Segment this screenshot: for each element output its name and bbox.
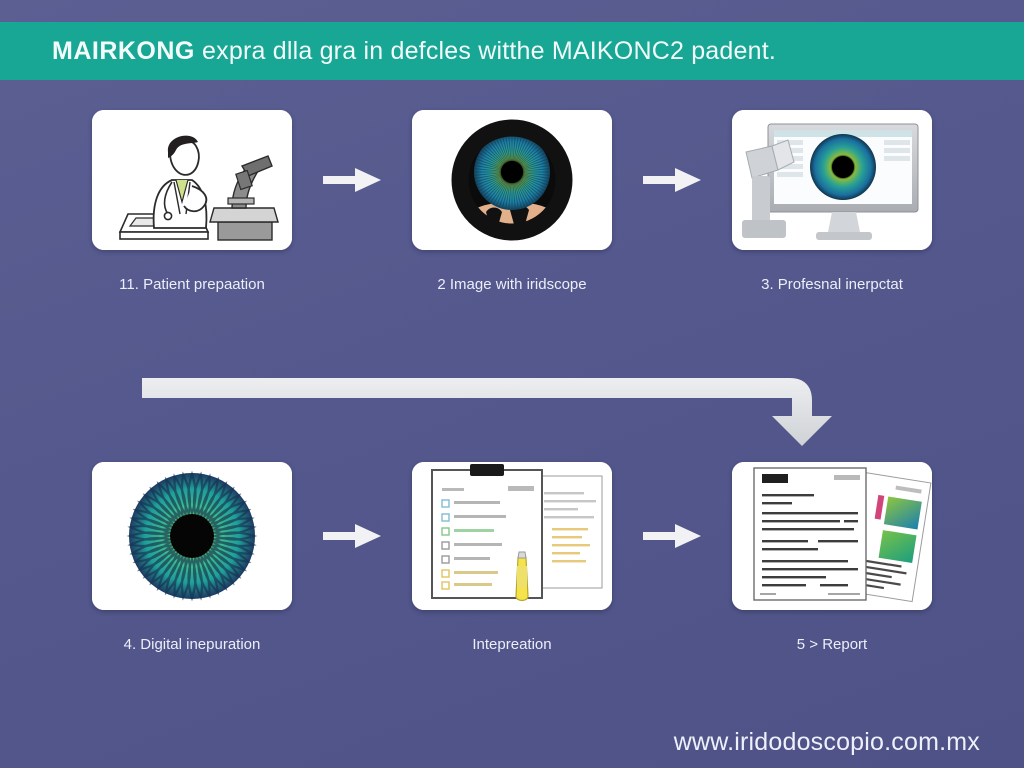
step-4-label: 4. Digital inepuration: [123, 636, 261, 653]
iris-ring-photo: [412, 110, 612, 250]
monitor-iris-scanner-photo: [732, 110, 932, 250]
right-arrow-icon: [643, 168, 701, 192]
step-1[interactable]: 11. Patient prepaation: [92, 110, 292, 293]
step-5[interactable]: Intepreation: [412, 462, 612, 653]
step-6[interactable]: 5 > Report: [732, 462, 932, 653]
step-5-card[interactable]: [412, 462, 612, 610]
right-arrow-icon: [643, 524, 701, 548]
step-3-card[interactable]: [732, 110, 932, 250]
header-subtitle: expra dlla gra in defcles witthe MAIKONC…: [194, 36, 777, 65]
arrow-gap-3: [292, 462, 412, 610]
iris-closeup-photo: [92, 462, 292, 610]
step-4[interactable]: 4. Digital inepuration: [92, 462, 292, 653]
clipboard-checklist-illustration: [412, 462, 612, 610]
step-2-card[interactable]: [412, 110, 612, 250]
right-arrow-icon: [323, 168, 381, 192]
step-1-label: 11. Patient prepaation: [119, 276, 265, 293]
steps-row-bottom: 4. Digital inepuration: [0, 462, 1024, 653]
arrow-gap-4: [612, 462, 732, 610]
step-6-label: 5 > Report: [796, 636, 868, 653]
row-flow-arrow-icon: [142, 378, 832, 446]
step-4-card[interactable]: [92, 462, 292, 610]
right-arrow-icon: [323, 524, 381, 548]
header-bar: MAIRKONG expra dlla gra in defcles witth…: [0, 22, 1024, 80]
arrow-gap-2: [612, 110, 732, 250]
step-6-card[interactable]: [732, 462, 932, 610]
arrow-gap-1: [292, 110, 412, 250]
header-title: MAIRKONG expra dlla gra in defcles witth…: [52, 37, 776, 66]
doctor-microscope-illustration: [92, 110, 292, 250]
footer-website-url[interactable]: www.iridodoscopio.com.mx: [673, 728, 980, 756]
step-5-label: Intepreation: [472, 636, 552, 653]
step-3-label: 3. Profesnal inerpctat: [761, 276, 903, 293]
steps-row-top: 11. Patient prepaation: [0, 110, 1024, 293]
report-documents-illustration: [732, 462, 932, 610]
step-2[interactable]: 2 Image with iridscope: [412, 110, 612, 293]
step-2-label: 2 Image with iridscope: [437, 276, 587, 293]
step-3[interactable]: 3. Profesnal inerpctat: [732, 110, 932, 293]
step-1-card[interactable]: [92, 110, 292, 250]
brand-name: MAIRKONG: [52, 36, 195, 65]
